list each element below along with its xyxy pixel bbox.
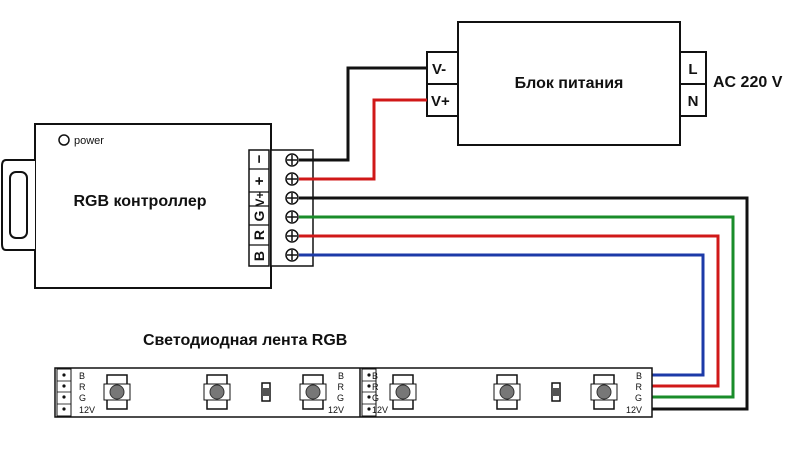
controller-terminal-labels — [248, 149, 270, 267]
screw-terminal-icon — [285, 248, 299, 262]
screw-terminal-icon — [285, 210, 299, 224]
strip-pad-label: 12V — [372, 405, 388, 415]
rgb-led-icon — [389, 374, 417, 410]
strip-pad-block — [56, 368, 72, 417]
wire-black-v-minus — [299, 66, 427, 162]
strip-pad-label: G — [635, 393, 642, 403]
strip-pad-label: R — [79, 382, 86, 392]
psu-l-label: L — [688, 61, 697, 78]
wire-green-g — [299, 215, 735, 399]
strip-pad-label: G — [79, 393, 86, 403]
strip-title: Светодиодная лента RGB — [143, 332, 347, 349]
strip-pad-label: B — [338, 371, 344, 381]
psu-v-plus-label: V+ — [431, 93, 450, 110]
rgb-led-icon — [590, 374, 618, 410]
strip-pad-label: 12V — [328, 405, 344, 415]
wire-red-r — [299, 234, 720, 388]
strip-pad-label: B — [636, 371, 642, 381]
strip-pad-label: G — [337, 393, 344, 403]
strip-pad-label: R — [338, 382, 345, 392]
strip-pad-label: 12V — [79, 405, 95, 415]
strip-pad-block — [361, 368, 377, 417]
terminal-label-g: G — [251, 210, 267, 221]
wires — [299, 66, 749, 411]
wire-black-12v — [299, 196, 749, 411]
screw-terminal-icon — [285, 153, 299, 167]
psu-title: Блок питания — [515, 75, 624, 92]
terminal-label-plus: + — [251, 176, 268, 185]
terminal-label-vplus: V+ — [253, 191, 267, 206]
terminal-label-minus: − — [251, 154, 268, 163]
terminal-label-r: R — [251, 230, 267, 240]
terminal-label-b: B — [251, 251, 267, 261]
rgb-controller: power RGB контроллер − + V+ G R B — [1, 123, 314, 289]
controller-screw-block — [270, 149, 314, 267]
wire-blue-b — [299, 253, 705, 377]
rgb-led-icon — [493, 374, 521, 410]
strip-pad-label: 12V — [626, 405, 642, 415]
power-led-icon — [58, 134, 70, 146]
strip-pad-label: R — [636, 382, 643, 392]
ac-voltage-label: AC 220 V — [713, 74, 783, 91]
strip-pad-label: G — [372, 393, 379, 403]
screw-terminal-icon — [285, 229, 299, 243]
rgb-led-icon — [299, 374, 327, 410]
psu-v-minus-label: V- — [432, 61, 446, 78]
strip-pad-label: R — [372, 382, 379, 392]
screw-terminal-icon — [285, 172, 299, 186]
power-label: power — [74, 135, 104, 147]
power-supply: Блок питания V- V+ L N AC 220 V — [426, 21, 783, 146]
psu-body — [457, 21, 681, 146]
strip-body — [54, 367, 653, 418]
controller-title: RGB контроллер — [73, 193, 206, 210]
wire-red-v-plus — [299, 98, 427, 181]
rgb-led-icon — [203, 374, 231, 410]
screw-terminal-icon — [285, 191, 299, 205]
strip-pad-label: B — [79, 371, 85, 381]
resistor-icon — [261, 382, 271, 402]
psu-n-label: N — [688, 93, 699, 110]
screw-terminals — [285, 153, 299, 262]
strip-pad-label: B — [372, 371, 378, 381]
resistor-icon — [551, 382, 561, 402]
rgb-led-icon — [103, 374, 131, 410]
